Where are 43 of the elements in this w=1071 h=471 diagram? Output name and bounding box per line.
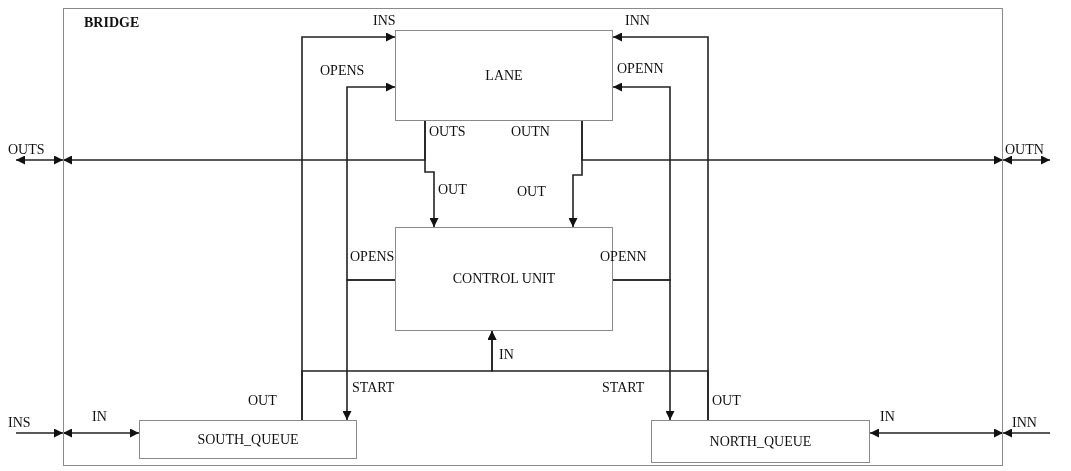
block-label: LANE [485,67,523,84]
arrow [1002,155,1051,165]
arrow [15,428,64,438]
port-label: OUTN [1005,142,1044,158]
signal-label: OUT [248,394,277,408]
signal-label: START [602,381,645,395]
arrow [612,279,675,421]
arrow [869,428,1004,438]
block-label: CONTROL UNIT [452,271,556,287]
block-label: NORTH_QUEUE [709,433,812,450]
signal-label: IN [92,410,107,424]
signal-label: OUTN [511,125,550,139]
queue-box [139,420,357,459]
arrow [612,82,671,281]
signal-label: OPENN [617,62,664,76]
arrow [15,155,64,165]
signal-label: INN [625,14,650,28]
signal-label: IN [880,410,895,424]
port-label: OUTS [8,142,45,158]
arrow [424,120,439,228]
signal-label: OPENS [320,64,365,78]
arrow [1002,428,1051,438]
queue-box [651,420,870,463]
signal-label: OPENN [600,250,647,264]
signal-label: IN [499,348,514,362]
signal-label: INS [373,14,396,28]
arrow [342,279,396,421]
arrow [568,120,583,228]
block-title: BRIDGE [84,15,140,31]
signal-label: START [352,381,395,395]
block-label: SOUTH_QUEUE [197,431,299,448]
port-label: INN [1012,415,1037,431]
bridge-boundary [63,8,1003,466]
signal-label: OUTS [429,125,466,139]
arrow [62,428,140,438]
signal-label: OUT [712,394,741,408]
signal-label: OPENS [350,250,395,264]
signal-label: OUT [517,185,546,199]
arrow [346,82,396,281]
lane-box [395,30,613,121]
signal-label: OUT [438,183,467,197]
arrow [487,330,709,421]
port-label: INS [8,415,31,431]
